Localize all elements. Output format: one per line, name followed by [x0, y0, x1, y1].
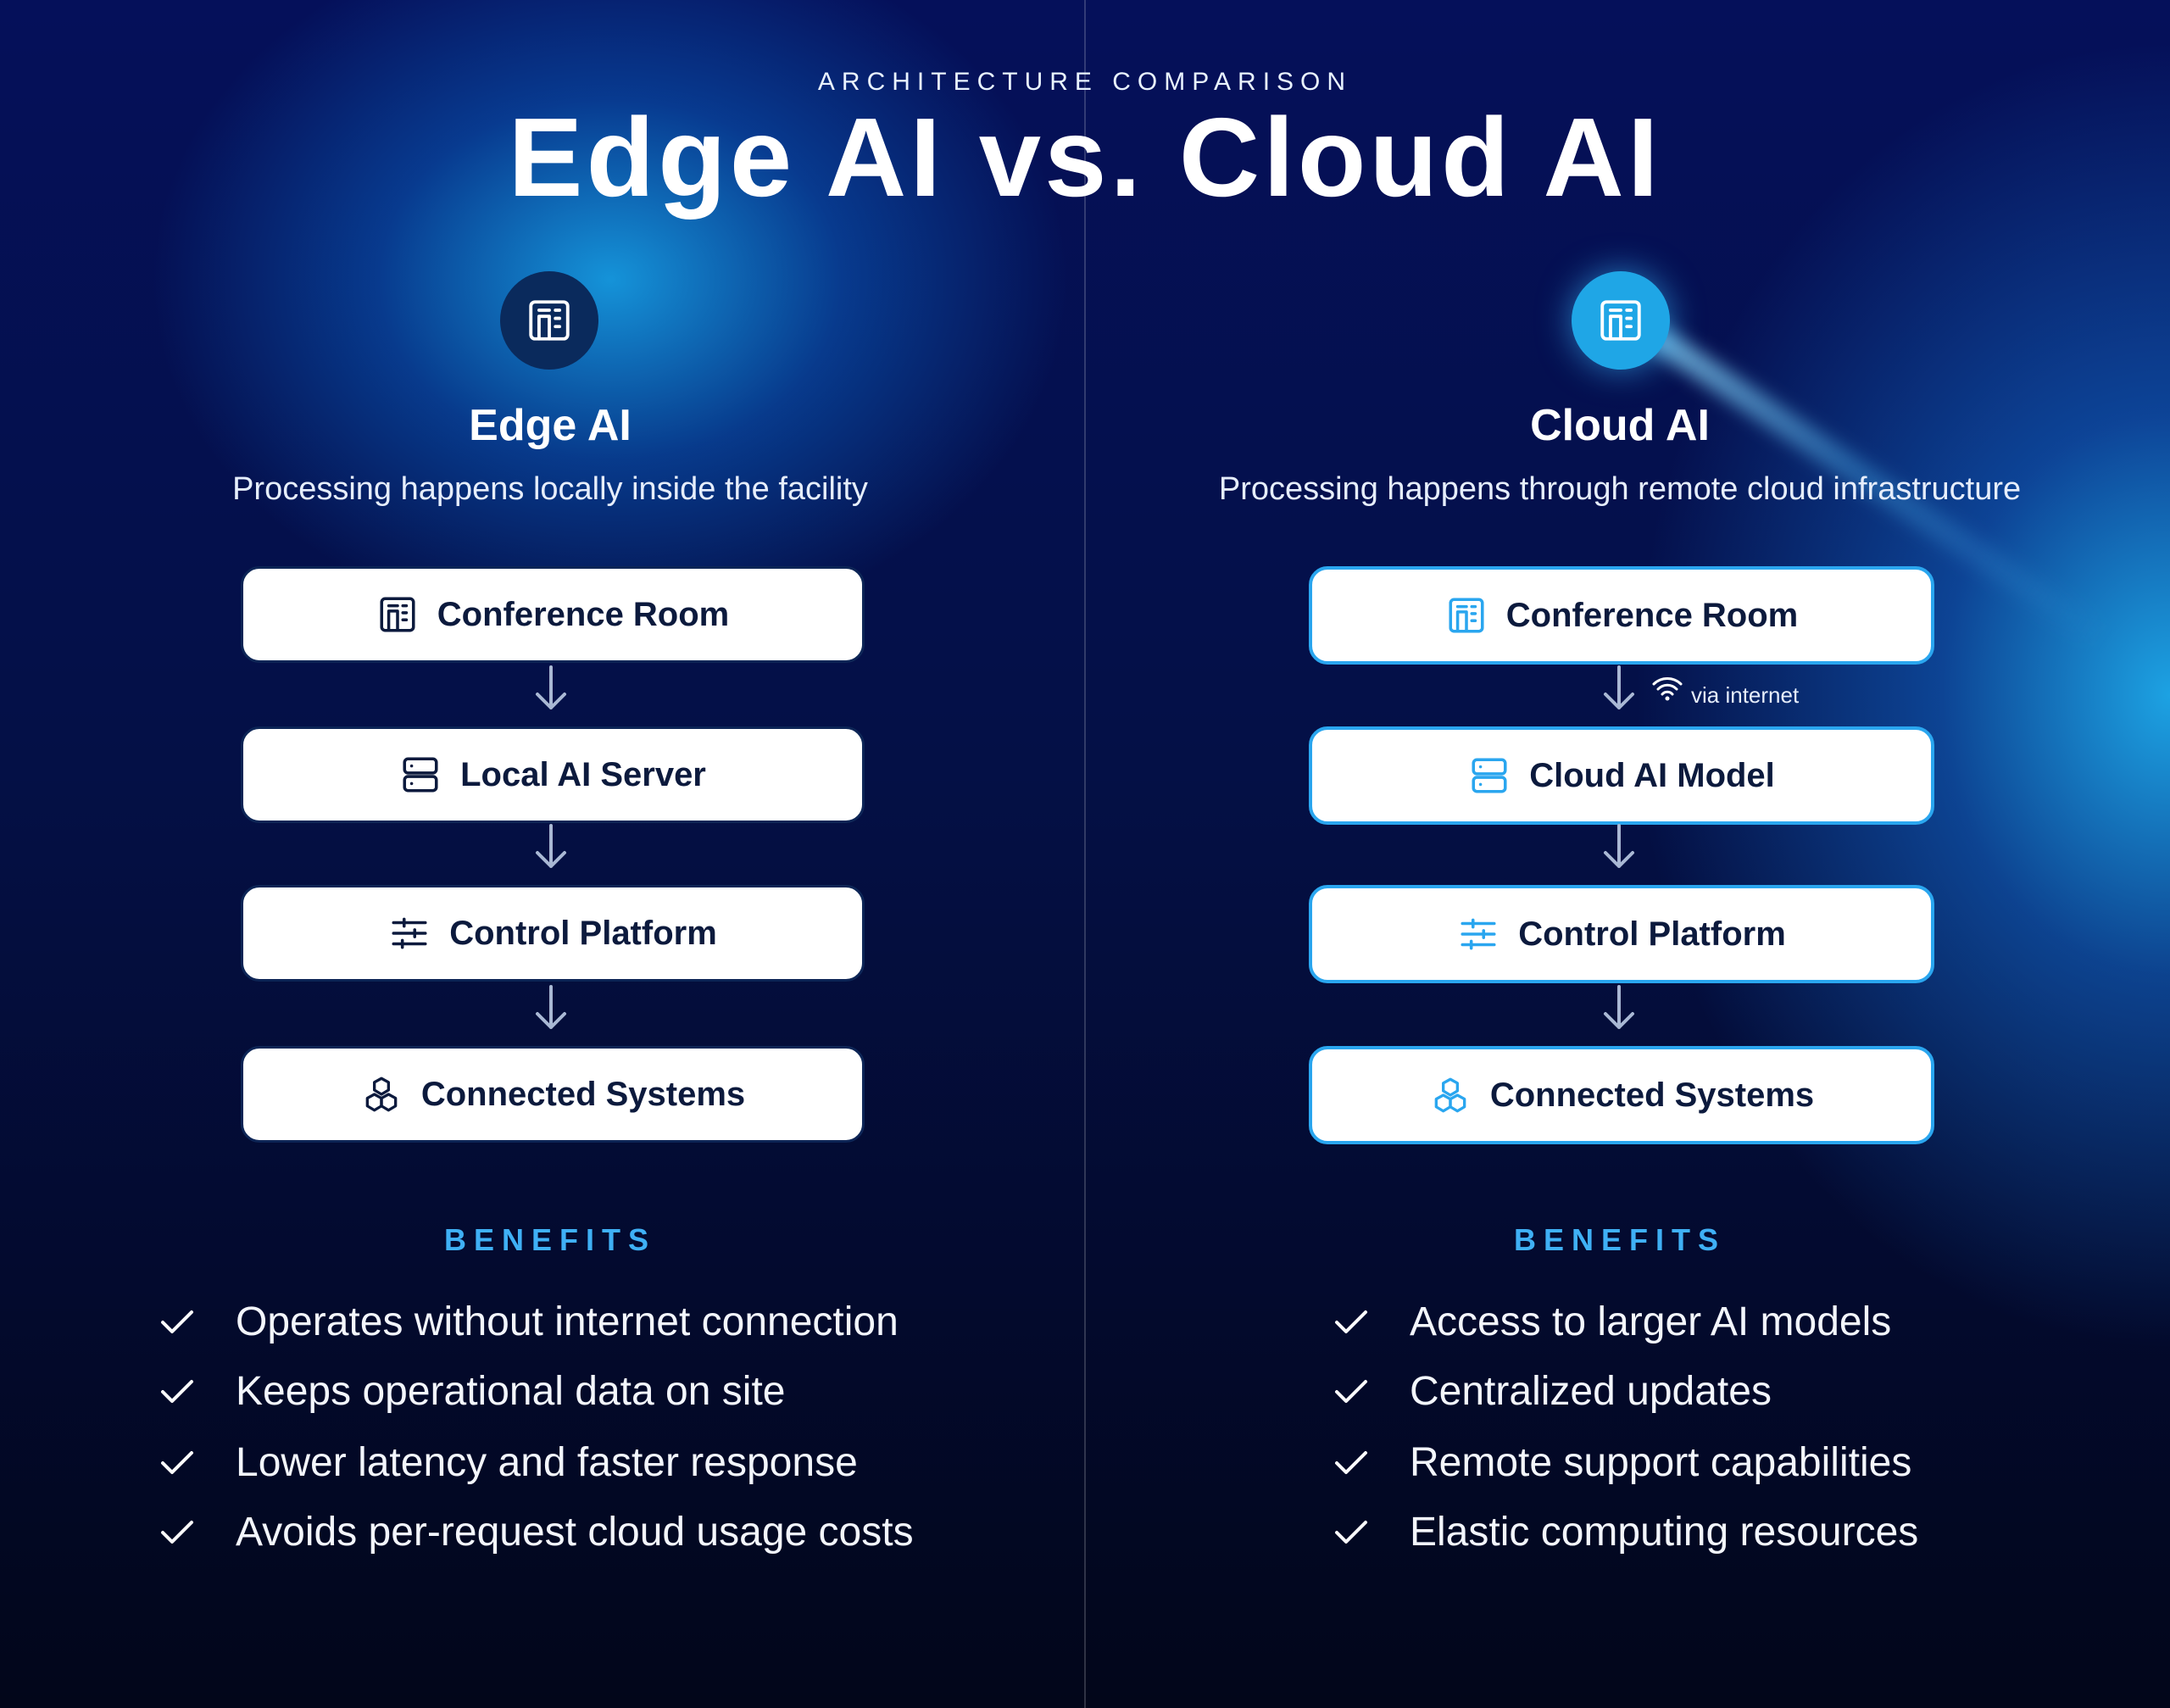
edge-benefit-item: Keeps operational data on site: [159, 1368, 785, 1415]
cloud-flow-control-platform: Control Platform: [1309, 885, 1934, 983]
building-icon: [1600, 300, 1641, 341]
benefit-text: Lower latency and faster response: [236, 1440, 858, 1485]
flow-label: Control Platform: [1518, 915, 1786, 953]
check-icon: [1333, 1377, 1381, 1406]
flow-label: Conference Room: [1505, 596, 1799, 634]
edge-flow-local-ai-server: Local AI Server: [241, 726, 865, 823]
benefit-text: Operates without internet connection: [236, 1299, 899, 1344]
cloud-flow-cloud-ai-model: Cloud AI Model: [1309, 726, 1934, 825]
flow-label: Conference Room: [437, 595, 730, 633]
flow-label: Connected Systems: [420, 1075, 746, 1113]
check-icon: [159, 1518, 207, 1547]
check-icon: [159, 1449, 207, 1477]
building-icon: [529, 300, 570, 341]
edge-title: Edge AI: [469, 401, 632, 450]
page-title: Edge AI vs. Cloud AI: [508, 95, 1662, 220]
benefit-text: Avoids per-request cloud usage costs: [236, 1510, 914, 1555]
cloud-flow-conference-room: Conference Room: [1309, 566, 1934, 665]
cloud-benefit-item: Remote support capabilities: [1333, 1439, 1911, 1486]
sliders-icon: [1461, 918, 1496, 950]
building-icon: [380, 597, 415, 632]
center-divider: [1084, 0, 1086, 1708]
check-icon: [1333, 1308, 1381, 1337]
cubes-icon: [1434, 1077, 1466, 1113]
edge-benefit-item: Lower latency and faster response: [159, 1439, 858, 1486]
cloud-benefits-title: BENEFITS: [1513, 1222, 1726, 1257]
check-icon: [159, 1377, 207, 1406]
cloud-column: Cloud AI Processing happens through remo…: [1085, 0, 2170, 1708]
cloud-benefit-item: Elastic computing resources: [1333, 1509, 1918, 1555]
benefit-text: Access to larger AI models: [1410, 1299, 1892, 1344]
arrow-down-icon: [1604, 665, 1634, 709]
arrow-down-icon: [536, 665, 566, 709]
sliders-icon: [392, 917, 427, 949]
benefit-text: Keeps operational data on site: [236, 1369, 786, 1414]
edge-benefit-item: Avoids per-request cloud usage costs: [159, 1509, 914, 1555]
benefit-text: Remote support capabilities: [1410, 1440, 1912, 1485]
edge-flow-control-platform: Control Platform: [241, 885, 865, 982]
flow-label: Local AI Server: [460, 755, 706, 793]
flow-label: Connected Systems: [1489, 1076, 1815, 1114]
cloud-flow-connected-systems: Connected Systems: [1309, 1046, 1934, 1144]
arrow-down-icon: [536, 824, 566, 868]
flow-label: Cloud AI Model: [1529, 756, 1775, 794]
check-icon: [1333, 1518, 1381, 1547]
edge-benefits-title: BENEFITS: [443, 1222, 656, 1257]
edge-badge: [500, 271, 598, 370]
cloud-benefit-item: Access to larger AI models: [1333, 1299, 1891, 1345]
arrow-down-icon: [1604, 985, 1634, 1029]
benefit-text: Centralized updates: [1410, 1369, 1772, 1414]
edge-column: Edge AI Processing happens locally insid…: [159, 271, 914, 1555]
server-icon: [1472, 758, 1507, 793]
benefit-text: Elastic computing resources: [1410, 1510, 1919, 1555]
header-kicker: ARCHITECTURE COMPARISON: [817, 68, 1353, 96]
building-icon: [1449, 598, 1484, 633]
edge-flow-conference-room: Conference Room: [241, 566, 865, 663]
cloud-benefit-item: Centralized updates: [1333, 1368, 1772, 1415]
check-icon: [159, 1308, 207, 1337]
check-icon: [1333, 1449, 1381, 1477]
connector-label: via internet: [1691, 682, 1800, 708]
wifi-icon: [1652, 677, 1683, 701]
server-icon: [403, 757, 438, 793]
cubes-icon: [365, 1077, 398, 1112]
edge-subtitle: Processing happens locally inside the fa…: [232, 471, 868, 507]
cloud-title: Cloud AI: [1530, 401, 1710, 450]
arrow-down-icon: [536, 985, 566, 1029]
flow-label: Control Platform: [449, 914, 717, 952]
arrow-down-icon: [1604, 824, 1634, 868]
edge-benefit-item: Operates without internet connection: [159, 1299, 899, 1345]
cloud-badge: [1572, 271, 1670, 370]
edge-flow-connected-systems: Connected Systems: [241, 1046, 865, 1143]
cloud-subtitle: Processing happens through remote cloud …: [1218, 471, 2022, 507]
